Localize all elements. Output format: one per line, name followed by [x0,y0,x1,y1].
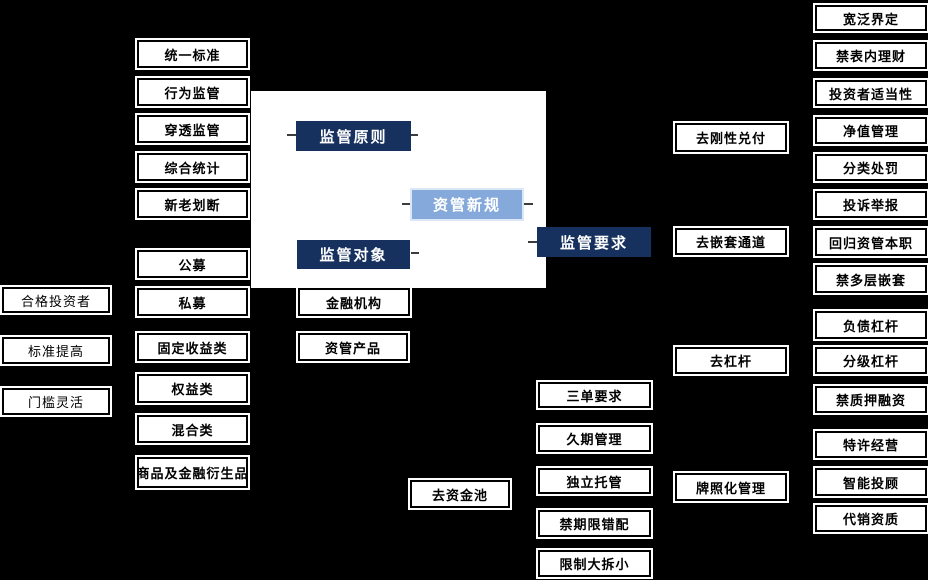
diagram-node: 资管产品 [298,333,408,361]
diagram-node: 去资金池 [410,480,510,508]
diagram-node: 公募 [137,250,248,278]
diagram-node: 混合类 [137,415,248,443]
diagram-node: 监管对象 [297,240,410,269]
diagram-node: 新老划断 [137,190,248,218]
diagram-node: 代销资质 [815,505,927,532]
diagram-node: 资管新规 [410,188,524,221]
diagram-node: 去刚性兑付 [675,123,787,152]
diagram-node: 分级杠杆 [815,347,927,374]
connector-stub [287,134,296,136]
diagram-node: 行为监管 [137,78,248,106]
diagram-node: 三单要求 [538,382,651,408]
diagram-node: 标准提高 [2,337,110,364]
diagram-node: 投诉举报 [815,191,927,218]
diagram-node: 回归资管本职 [815,228,927,256]
diagram-node: 私募 [137,288,248,316]
diagram-node: 禁期限错配 [538,510,651,537]
diagram-node: 综合统计 [137,153,248,181]
diagram-node: 商品及金融衍生品 [137,457,248,488]
diagram-node: 固定收益类 [137,333,248,361]
diagram-node: 独立托管 [538,468,651,494]
diagram-node: 净值管理 [815,117,927,144]
diagram-node: 禁多层嵌套 [815,265,927,293]
diagram-node: 禁表内理财 [815,42,927,69]
diagram-node: 限制大拆小 [538,550,651,577]
connector-stub [411,134,418,136]
diagram-node: 久期管理 [538,425,651,452]
diagram-node: 分类处罚 [815,154,927,181]
connector-stub [411,252,419,254]
diagram-node: 监管要求 [537,227,651,257]
diagram-node: 合格投资者 [2,287,110,313]
connector-stub [402,203,410,205]
diagram-node: 穿透监管 [137,115,248,143]
diagram-node: 负债杠杆 [815,311,927,339]
connector-stub [528,241,537,243]
diagram-node: 宽泛界定 [815,5,927,31]
diagram-node: 金融机构 [298,288,410,316]
diagram-node: 监管原则 [296,121,411,151]
diagram-node: 牌照化管理 [675,473,787,501]
diagram-node: 特许经营 [815,431,927,458]
diagram-node: 去杠杆 [675,347,787,374]
diagram-node: 统一标准 [137,40,248,68]
diagram-node: 门槛灵活 [2,388,110,415]
diagram-node: 权益类 [137,374,248,403]
diagram-node: 智能投顾 [815,468,927,496]
connector-stub [524,203,533,205]
diagram-node: 投资者适当性 [815,80,927,106]
diagram-node: 去嵌套通道 [675,228,787,255]
diagram-node: 禁质押融资 [815,386,927,413]
